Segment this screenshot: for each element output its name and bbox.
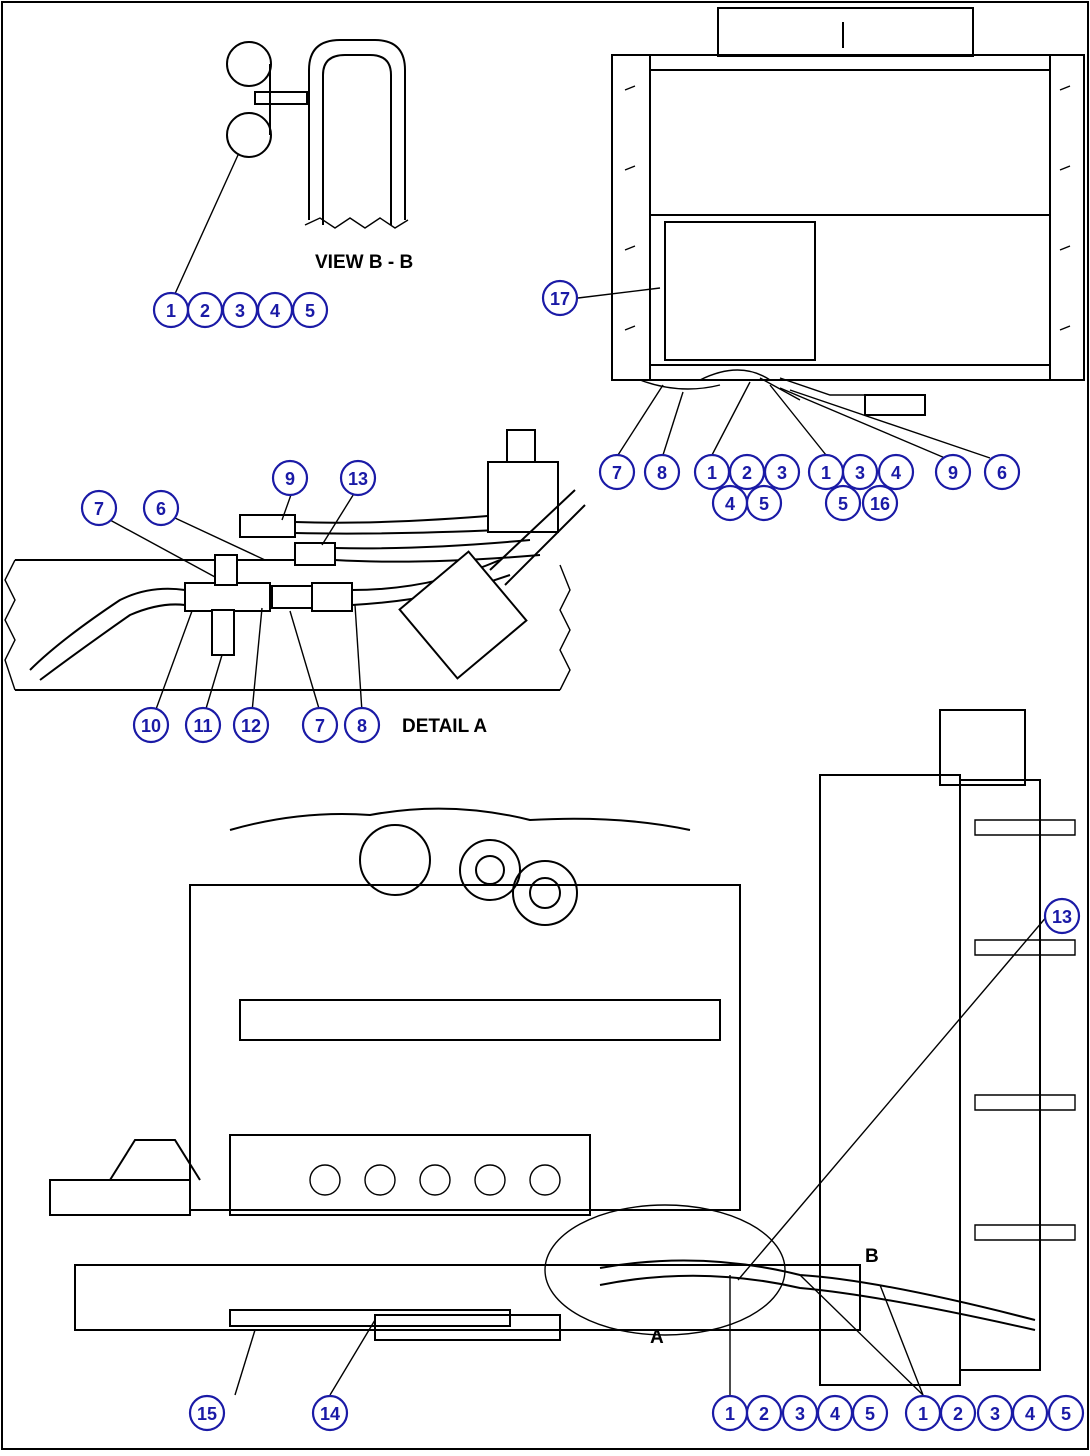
callout-number: 4 [270,301,280,321]
callout-16: 16 [861,484,899,522]
callout-4: 4 [877,453,915,491]
callout-5: 5 [291,291,329,329]
callout-2: 2 [728,453,766,491]
callout-2: 2 [939,1394,977,1432]
callout-number: 10 [141,716,161,736]
callout-7: 7 [301,706,339,744]
callout-number: 2 [759,1404,769,1424]
callout-3: 3 [763,453,801,491]
callout-15: 15 [188,1394,226,1432]
marker-b: B [865,1246,879,1267]
callout-number: 3 [795,1404,805,1424]
marker-a: A [650,1327,664,1348]
callout-4: 4 [711,484,749,522]
callout-3: 3 [221,291,259,329]
callout-number: 3 [777,463,787,483]
callout-number: 7 [315,716,325,736]
radiator-top-view [577,7,1085,459]
callout-number: 7 [612,463,622,483]
callout-number: 3 [990,1404,1000,1424]
callout-9: 9 [934,453,972,491]
view-bb-label: VIEW B - B [315,252,413,273]
callout-13: 13 [339,459,377,497]
callout-17: 17 [541,279,579,317]
callout-2: 2 [186,291,224,329]
callout-number: 9 [285,469,295,489]
callout-number: 4 [830,1404,840,1424]
callout-number: 4 [891,463,901,483]
callout-number: 1 [707,463,717,483]
callout-number: 2 [200,301,210,321]
callout-number: 5 [759,494,769,514]
callout-number: 3 [855,463,865,483]
callout-number: 12 [241,716,261,736]
detail-a-label: DETAIL A [402,716,487,737]
callout-1: 1 [152,291,190,329]
callout-7: 7 [598,453,636,491]
callout-6: 6 [983,453,1021,491]
callout-number: 6 [997,463,1007,483]
callout-number: 3 [235,301,245,321]
callout-3: 3 [976,1394,1014,1432]
callout-number: 15 [197,1404,217,1424]
callout-number: 7 [94,499,104,519]
callout-number: 13 [1052,907,1072,927]
callout-number: 8 [357,716,367,736]
callout-4: 4 [816,1394,854,1432]
view-bb-drawing [173,39,409,297]
callout-number: 6 [156,499,166,519]
callout-4: 4 [256,291,294,329]
callout-3: 3 [841,453,879,491]
callout-number: 5 [1061,1404,1071,1424]
callout-number: 5 [305,301,315,321]
callout-8: 8 [643,453,681,491]
callout-6: 6 [142,489,180,527]
engine-assembly-drawing [49,709,1076,1396]
callout-1: 1 [904,1394,942,1432]
callout-number: 5 [838,494,848,514]
callout-number: 14 [320,1404,340,1424]
callout-number: 1 [725,1404,735,1424]
callout-number: 4 [725,494,735,514]
callout-12: 12 [232,706,270,744]
callout-number: 17 [550,289,570,309]
callout-number: 8 [657,463,667,483]
callout-11: 11 [184,706,222,744]
callout-9: 9 [271,459,309,497]
callout-1: 1 [711,1394,749,1432]
callout-number: 2 [742,463,752,483]
callout-5: 5 [1047,1394,1085,1432]
callout-10: 10 [132,706,170,744]
detail-a-drawing [4,429,586,713]
callout-number: 13 [348,469,368,489]
callout-5: 5 [745,484,783,522]
callout-5: 5 [851,1394,889,1432]
callout-number: 16 [870,494,890,514]
callout-1: 1 [807,453,845,491]
callout-number: 11 [193,716,212,736]
callout-number: 5 [865,1404,875,1424]
callout-3: 3 [781,1394,819,1432]
callout-13: 13 [1043,897,1081,935]
callout-8: 8 [343,706,381,744]
callout-5: 5 [824,484,862,522]
callout-4: 4 [1011,1394,1049,1432]
callout-number: 2 [953,1404,963,1424]
callout-number: 1 [166,301,176,321]
callout-number: 1 [821,463,831,483]
callout-14: 14 [311,1394,349,1432]
callout-1: 1 [693,453,731,491]
callout-number: 1 [918,1404,928,1424]
callout-number: 9 [948,463,958,483]
callout-7: 7 [80,489,118,527]
callout-2: 2 [745,1394,783,1432]
callout-number: 4 [1025,1404,1035,1424]
